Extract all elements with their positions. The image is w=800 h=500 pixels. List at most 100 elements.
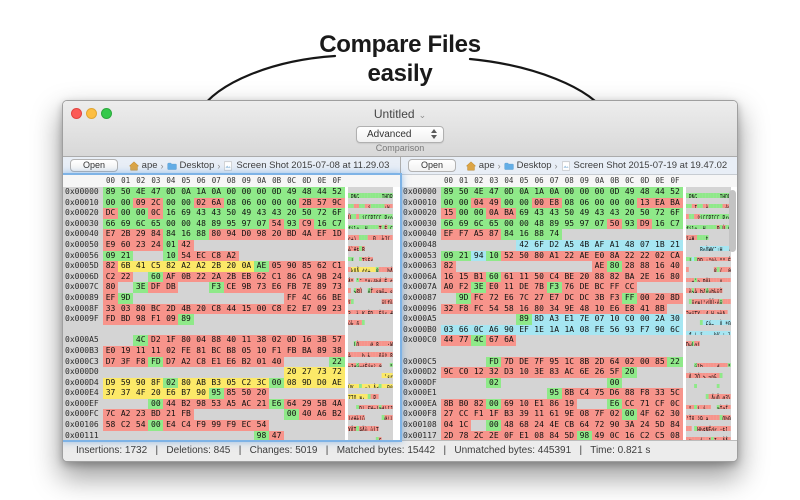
hex-byte-cell[interactable]: 1A	[193, 187, 209, 198]
hex-byte-cell[interactable]: BD	[118, 314, 134, 325]
hex-byte-cell[interactable]: 71	[637, 398, 653, 410]
hex-byte-cell[interactable]: 15	[441, 208, 457, 219]
hex-byte-cell[interactable]: 5C	[667, 388, 683, 399]
hex-byte-cell[interactable]: 21	[667, 239, 683, 251]
hex-byte-cell[interactable]: 49	[284, 187, 300, 198]
hex-byte-cell[interactable]: 44	[223, 303, 239, 315]
hex-byte-cell[interactable]	[486, 388, 502, 399]
hex-byte-cell[interactable]: EB	[238, 271, 254, 283]
hex-byte-cell[interactable]: 69	[501, 398, 517, 410]
hex-byte-cell[interactable]: 82	[471, 398, 487, 410]
hex-byte-cell[interactable]: DC	[576, 292, 592, 304]
hex-byte-cell[interactable]: A5	[223, 398, 239, 410]
hex-byte-cell[interactable]: E6	[607, 398, 623, 410]
hex-byte-cell[interactable]: D2	[148, 335, 164, 346]
hex-byte-cell[interactable]: 00	[637, 356, 653, 368]
hex-byte-cell[interactable]: AE	[253, 261, 270, 272]
hex-byte-cell[interactable]: 00	[607, 197, 623, 209]
hex-byte-cell[interactable]: 16	[516, 229, 532, 240]
hex-byte-cell[interactable]: 90	[133, 377, 149, 389]
hex-byte-cell[interactable]: 13	[637, 197, 653, 209]
hex-byte-cell[interactable]	[118, 282, 134, 293]
hex-byte-cell[interactable]: 80	[667, 271, 683, 283]
hex-byte-cell[interactable]	[637, 335, 653, 346]
hex-byte-cell[interactable]: 40	[667, 261, 683, 272]
hex-byte-cell[interactable]: 20	[622, 367, 638, 378]
hex-byte-cell[interactable]: 00	[622, 197, 638, 209]
hex-byte-cell[interactable]: FE	[591, 324, 608, 336]
hex-byte-cell[interactable]: 5F	[607, 367, 623, 378]
hex-byte-cell[interactable]: 7C	[516, 292, 532, 304]
hex-byte-cell[interactable]: 12	[471, 367, 487, 378]
hex-byte-cell[interactable]	[314, 324, 330, 336]
hex-byte-cell[interactable]: 61	[546, 409, 562, 421]
hex-byte-cell[interactable]	[208, 324, 224, 336]
hex-byte-cell[interactable]: 9E	[561, 409, 577, 421]
hex-byte-cell[interactable]: 3E	[471, 282, 487, 293]
hex-byte-cell[interactable]: 20	[253, 388, 270, 399]
hex-byte-cell[interactable]: 3A	[622, 420, 638, 431]
hex-byte-cell[interactable]: D3	[501, 367, 517, 378]
hex-byte-cell[interactable]	[223, 430, 239, 440]
hex-byte-cell[interactable]: 89	[516, 314, 532, 325]
hex-byte-cell[interactable]: 73	[314, 367, 330, 378]
hex-byte-cell[interactable]	[193, 292, 209, 304]
hex-byte-cell[interactable]	[299, 430, 315, 440]
hex-byte-cell[interactable]	[501, 239, 517, 251]
hex-byte-cell[interactable]: 05	[223, 377, 239, 389]
hex-byte-cell[interactable]: 3E	[133, 282, 149, 293]
hex-byte-cell[interactable]: D6	[607, 388, 623, 399]
hex-byte-cell[interactable]	[148, 367, 164, 378]
hex-byte-cell[interactable]	[299, 324, 315, 336]
hex-byte-cell[interactable]: 11	[531, 409, 547, 421]
hex-byte-cell[interactable]: 00	[133, 208, 149, 219]
hex-byte-cell[interactable]: 58	[103, 420, 119, 431]
hex-byte-cell[interactable]: 16	[652, 271, 668, 283]
hex-byte-cell[interactable]: C5	[652, 430, 668, 440]
hex-byte-cell[interactable]	[269, 324, 285, 336]
hex-byte-cell[interactable]	[269, 239, 285, 251]
hex-byte-cell[interactable]: 24	[637, 420, 653, 431]
hex-byte-cell[interactable]	[193, 282, 209, 293]
hex-byte-cell[interactable]	[591, 335, 608, 346]
hex-byte-cell[interactable]: 80	[103, 282, 119, 293]
hex-byte-cell[interactable]: 48	[576, 303, 592, 315]
open-button[interactable]: Open	[70, 159, 119, 172]
hex-byte-cell[interactable]: 07	[591, 314, 608, 325]
hex-byte-cell[interactable]: 6E	[576, 367, 592, 378]
hex-byte-cell[interactable]: 02	[163, 345, 179, 357]
hex-byte-cell[interactable]: F8	[456, 303, 472, 315]
hex-byte-cell[interactable]: 72	[329, 367, 345, 378]
hex-byte-cell[interactable]: 19	[561, 398, 577, 410]
hex-byte-cell[interactable]: 27	[299, 367, 315, 378]
hex-byte-cell[interactable]: 16	[652, 218, 668, 230]
hex-byte-cell[interactable]: 42	[516, 239, 532, 251]
hex-byte-cell[interactable]: 04	[471, 197, 487, 209]
hex-byte-cell[interactable]	[314, 356, 330, 368]
hex-byte-cell[interactable]: A2	[118, 409, 134, 421]
hex-byte-cell[interactable]: 58	[501, 303, 517, 315]
hex-byte-cell[interactable]: D2	[546, 239, 562, 251]
hex-byte-cell[interactable]	[637, 345, 653, 357]
hex-byte-cell[interactable]: 80	[208, 229, 224, 240]
hex-byte-cell[interactable]: 00	[607, 377, 623, 389]
hex-byte-cell[interactable]: 22	[637, 250, 653, 262]
hex-byte-cell[interactable]	[178, 430, 194, 440]
hex-byte-cell[interactable]	[622, 229, 638, 240]
hex-byte-cell[interactable]	[133, 367, 149, 378]
hex-byte-cell[interactable]: 16	[516, 303, 532, 315]
hex-byte-cell[interactable]	[471, 356, 487, 368]
hex-byte-cell[interactable]	[516, 261, 532, 272]
hex-byte-cell[interactable]: 7D	[501, 356, 517, 368]
hex-byte-cell[interactable]	[269, 388, 285, 399]
hex-byte-cell[interactable]: BA	[622, 271, 638, 283]
hex-byte-cell[interactable]: 38	[253, 335, 270, 346]
hex-byte-cell[interactable]: 6F	[531, 239, 547, 251]
hex-byte-cell[interactable]: 6F	[329, 208, 345, 219]
hex-byte-cell[interactable]: 27	[441, 409, 457, 421]
